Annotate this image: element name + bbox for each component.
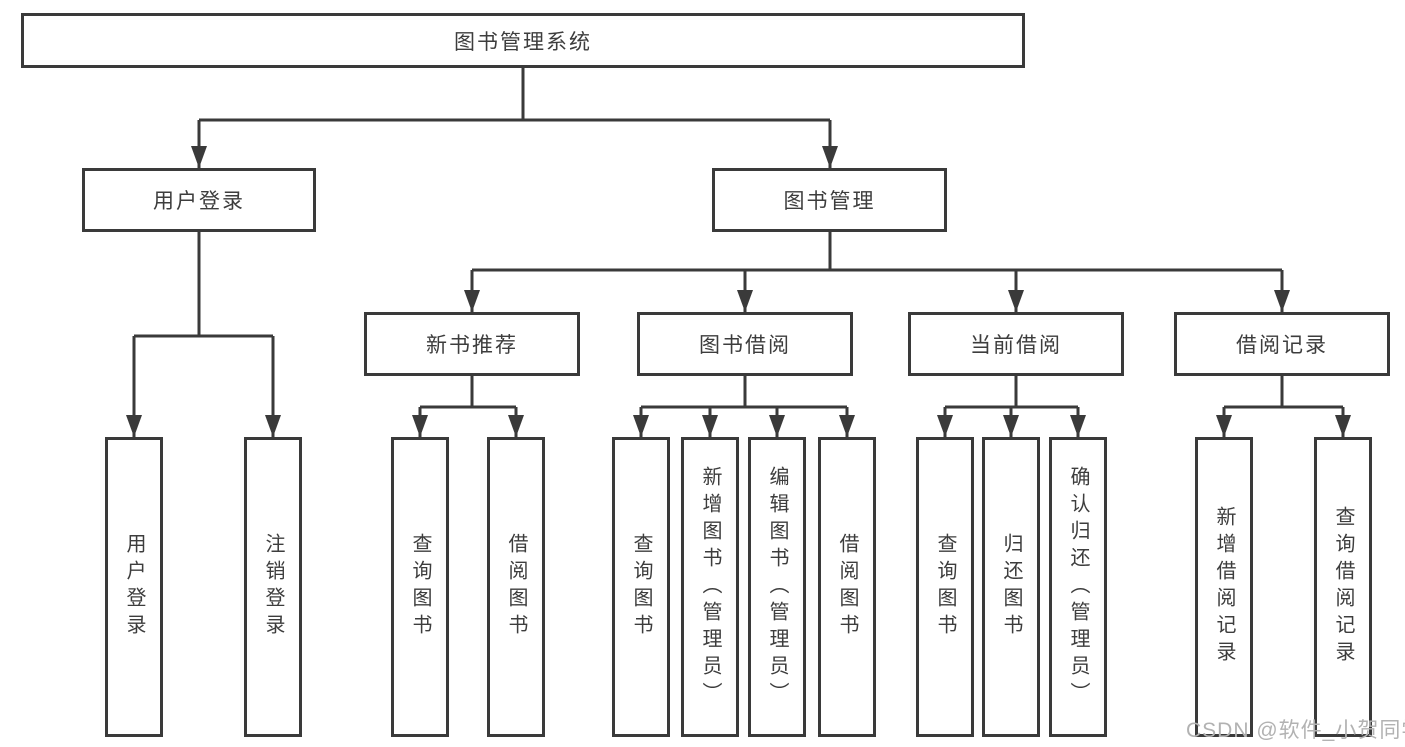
node-user-login: 用户登录 <box>82 168 316 232</box>
leaf-query-books-recommend: 查询图书 <box>391 437 449 737</box>
leaf-confirm-return-admin: 确认归还（管理员） <box>1049 437 1107 737</box>
node-borrowing-records: 借阅记录 <box>1174 312 1390 376</box>
leaf-add-books-admin: 新增图书（管理员） <box>681 437 739 737</box>
node-new-book-recommendation: 新书推荐 <box>364 312 580 376</box>
node-book-management: 图书管理 <box>712 168 947 232</box>
leaf-query-books-borrowing: 查询图书 <box>612 437 670 737</box>
node-current-borrowing: 当前借阅 <box>908 312 1124 376</box>
leaf-query-borrow-record: 查询借阅记录 <box>1314 437 1372 737</box>
csdn-watermark: CSDN @软件_小贺同学 <box>1186 719 1405 742</box>
leaf-edit-books-admin: 编辑图书（管理员） <box>748 437 806 737</box>
leaf-return-books: 归还图书 <box>982 437 1040 737</box>
leaf-borrow-books-borrowing: 借阅图书 <box>818 437 876 737</box>
node-book-borrowing: 图书借阅 <box>637 312 853 376</box>
leaf-query-books-current: 查询图书 <box>916 437 974 737</box>
leaf-add-borrow-record: 新增借阅记录 <box>1195 437 1253 737</box>
leaf-user-login: 用户登录 <box>105 437 163 737</box>
node-library-management-system: 图书管理系统 <box>21 13 1025 68</box>
leaf-logout: 注销登录 <box>244 437 302 737</box>
leaf-borrow-books-recommend: 借阅图书 <box>487 437 545 737</box>
